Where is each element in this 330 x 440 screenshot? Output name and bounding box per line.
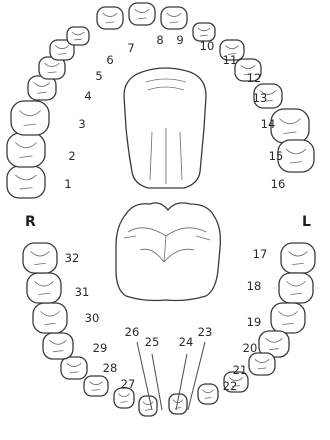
tooth-number-8: 8 (156, 33, 163, 47)
tooth-number-22: 22 (223, 379, 238, 393)
tooth-number-27: 27 (121, 377, 136, 391)
tooth-number-32: 32 (65, 251, 80, 265)
tooth-number-3: 3 (78, 117, 85, 131)
tooth-number-20: 20 (243, 341, 258, 355)
tooth-number-28: 28 (103, 361, 118, 375)
tooth-number-29: 29 (93, 341, 108, 355)
tooth-number-6: 6 (106, 53, 113, 67)
tooth-28 (61, 357, 87, 379)
tooth-number-11: 11 (223, 53, 238, 67)
tooth-23 (198, 384, 218, 404)
tooth-number-13: 13 (253, 91, 268, 105)
tooth-number-2: 2 (68, 149, 75, 163)
tooth-number-5: 5 (95, 69, 102, 83)
incisor-illustration (124, 68, 206, 188)
molar-illustration (116, 203, 220, 301)
tooth-number-1: 1 (64, 177, 71, 191)
tooth-3 (11, 101, 49, 135)
tooth-15 (271, 109, 309, 143)
tooth-number-17: 17 (253, 247, 268, 261)
tooth-29 (43, 333, 73, 359)
tooth-24 (169, 394, 187, 414)
tooth-number-10: 10 (200, 39, 215, 53)
tooth-1 (7, 166, 45, 198)
tooth-27 (84, 376, 108, 396)
tooth-16 (278, 140, 314, 172)
tooth-number-25: 25 (145, 335, 160, 349)
tooth-number-23: 23 (198, 325, 213, 339)
tooth-number-7: 7 (127, 41, 134, 55)
tooth-8 (97, 7, 123, 29)
tooth-number-19: 19 (247, 315, 262, 329)
tooth-number-9: 9 (176, 33, 183, 47)
tooth-7 (67, 27, 89, 45)
tooth-number-21: 21 (233, 363, 248, 377)
tooth-number-16: 16 (271, 177, 286, 191)
tooth-31 (27, 273, 61, 303)
tooth-number-18: 18 (247, 279, 262, 293)
tooth-2 (7, 133, 45, 167)
right-side-label: R (25, 214, 36, 230)
tooth-number-15: 15 (269, 149, 284, 163)
tooth-32 (23, 243, 57, 273)
tooth-19 (271, 303, 305, 333)
tooth-21 (249, 353, 275, 375)
tooth-25 (139, 396, 157, 416)
tooth-30 (33, 303, 67, 333)
tooth-9 (129, 3, 155, 25)
tooth-number-24: 24 (179, 335, 194, 349)
tooth-10 (161, 7, 187, 29)
tooth-number-26: 26 (125, 325, 140, 339)
tooth-26 (114, 388, 134, 408)
tooth-number-4: 4 (84, 89, 91, 103)
tooth-number-12: 12 (247, 71, 262, 85)
tooth-number-31: 31 (75, 285, 90, 299)
tooth-number-14: 14 (261, 117, 276, 131)
tooth-number-30: 30 (85, 311, 100, 325)
left-side-label: L (302, 214, 311, 230)
tooth-18 (279, 273, 313, 303)
tooth-17 (281, 243, 315, 273)
